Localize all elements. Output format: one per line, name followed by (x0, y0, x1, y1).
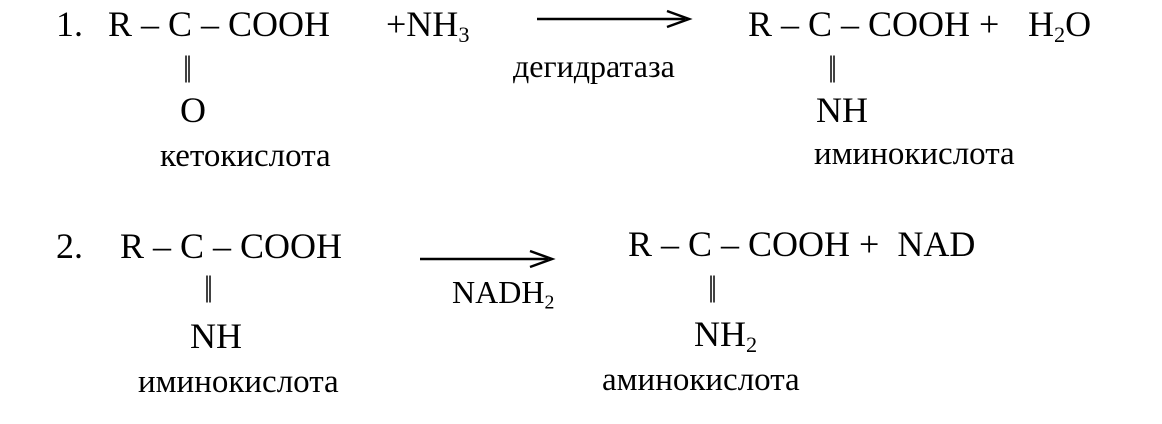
product-substituent-subscript: 2 (746, 332, 758, 358)
reagent-symbol: +NH (386, 4, 459, 44)
byproduct-subscript: 2 (1054, 22, 1066, 48)
reaction-2-reactant-substituent: NH (190, 316, 242, 356)
reaction-2-reactant-formula: R – C – COOH (120, 226, 343, 266)
reaction-2-arrow-icon (420, 249, 556, 269)
byproduct-suffix: O (1065, 4, 1092, 44)
reaction-1-reactant-substituent: O (180, 90, 206, 130)
reaction-1-product-double-bond: || (828, 50, 837, 83)
reaction-2-cofactor: NADH2 (452, 274, 554, 312)
reaction-2-product-double-bond: || (708, 270, 717, 303)
cofactor-symbol: NADH (452, 274, 545, 310)
reaction-1-reagent: +NH3 (386, 4, 469, 46)
reaction-1-reactant-name: кетокислота (160, 138, 331, 174)
reaction-1-product-formula: R – C – COOH + (748, 4, 1000, 44)
reaction-1-product-substituent: NH (816, 90, 868, 130)
product-substituent-symbol: NH (694, 314, 746, 354)
reaction-2-reactant-double-bond: || (204, 270, 213, 303)
reaction-1-arrow-icon (537, 9, 693, 29)
reaction-1-enzyme: дегидратаза (513, 48, 675, 84)
reaction-1-number: 1. (56, 4, 83, 44)
byproduct-symbol: H (1028, 4, 1054, 44)
reaction-1-product-name: иминокислота (814, 136, 1015, 172)
reaction-2-product-name: аминокислота (602, 362, 800, 398)
reaction-1-byproduct: H2O (1028, 4, 1092, 46)
cofactor-subscript: 2 (544, 291, 555, 314)
reaction-2-number: 2. (56, 226, 83, 266)
reaction-1-reactant-formula: R – C – COOH (108, 4, 331, 44)
reaction-1-reactant-double-bond: || (183, 50, 192, 83)
reaction-2-reactant-name: иминокислота (138, 364, 339, 400)
reagent-subscript: 3 (458, 22, 470, 48)
reaction-2-product-substituent: NH2 (694, 314, 757, 356)
reaction-2-product-formula: R – C – COOH + NAD (628, 224, 976, 264)
